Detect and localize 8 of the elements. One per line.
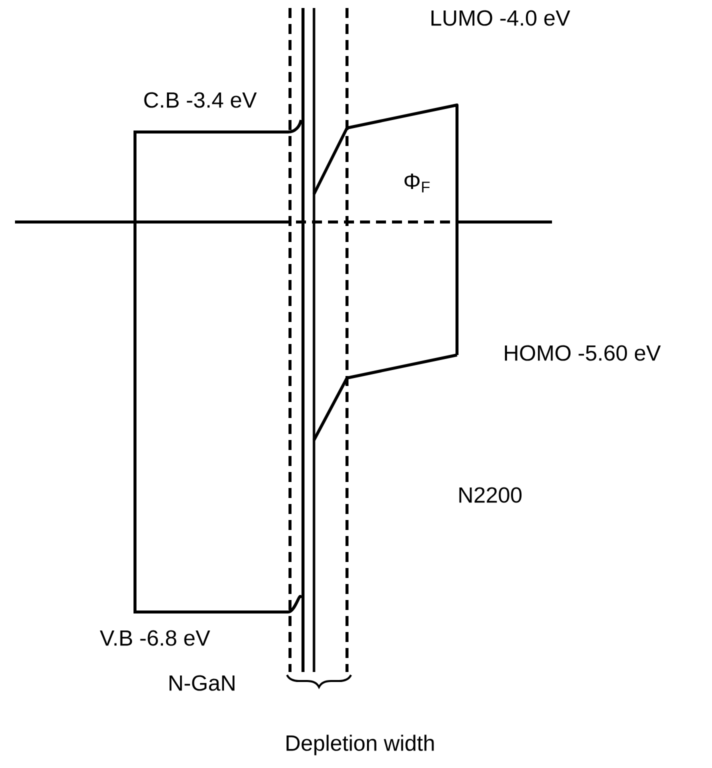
energy-label: C.B -3.4 eV [144,92,257,108]
region-label: Depletion width [286,734,434,756]
energy-label: V.B -6.8 eV [100,630,210,646]
symbol-label: Φ$_{F}$ [404,174,430,192]
energy-label: HOMO -5.60 eV [504,345,661,361]
energy-label: LUMO -4.0 eV [432,10,570,26]
material-label: N-GaN [170,675,234,691]
material-label: N2200 [459,487,522,503]
